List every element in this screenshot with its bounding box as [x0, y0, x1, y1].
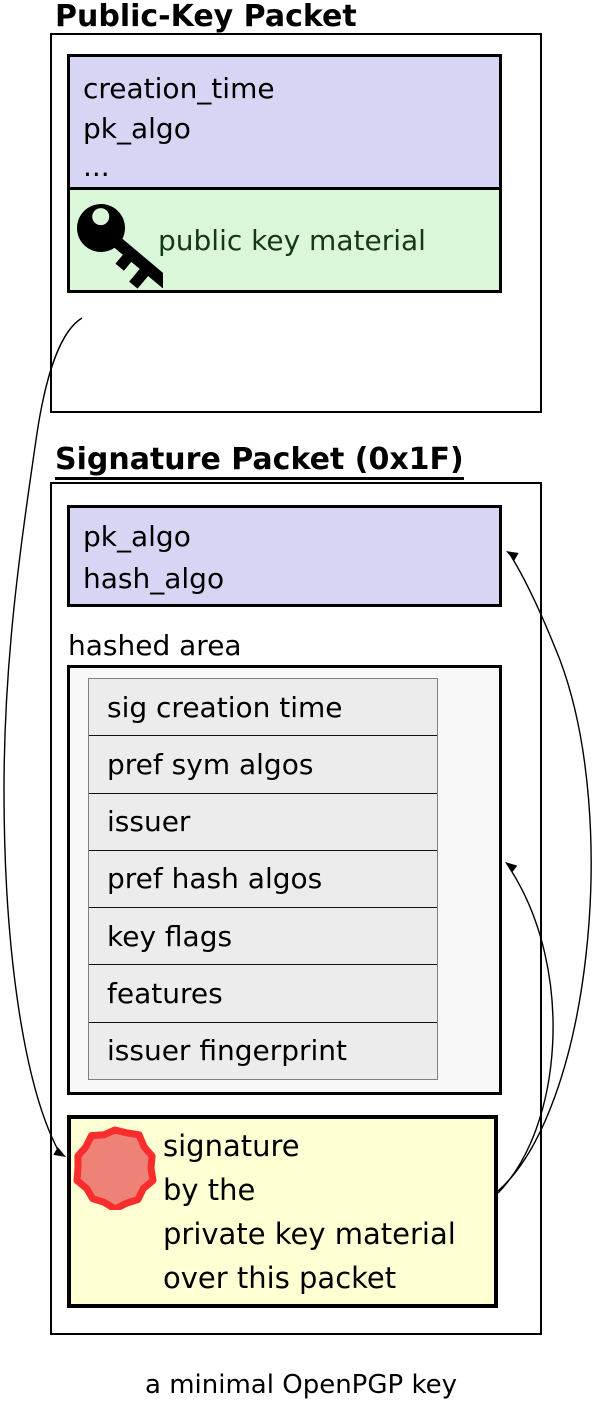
signature-note-line-4: over this packet [163, 1261, 397, 1295]
signature-note-line-3: private key material [163, 1217, 456, 1251]
signature-note-line-2: by the [163, 1173, 256, 1207]
signature-note: signature by the private key material ov… [163, 1124, 456, 1300]
public-key-packet-title: Public-Key Packet [55, 0, 357, 37]
subpacket-features: features [89, 964, 437, 1021]
seal-icon [73, 1126, 157, 1210]
subpacket-list: sig creation time pref sym algos issuer … [88, 678, 438, 1080]
field-creation-time: creation_time [83, 72, 275, 105]
field-hash-algo: hash_algo [83, 562, 225, 595]
field-pk-algo-sig: pk_algo [83, 520, 191, 553]
subpacket-key-flags: key flags [89, 907, 437, 964]
diagram-caption: a minimal OpenPGP key [145, 1370, 457, 1400]
subpacket-pref-hash-algos: pref hash algos [89, 849, 437, 907]
subpacket-pref-sym-algos: pref sym algos [89, 735, 437, 792]
signature-note-line-1: signature [163, 1129, 300, 1163]
subpacket-sig-creation-time: sig creation time [107, 690, 343, 724]
field-pk-algo: pk_algo [83, 112, 191, 145]
subpacket-issuer-fingerprint: issuer fingerprint [89, 1021, 437, 1079]
public-key-material-label: public key material [158, 223, 426, 257]
signature-packet-title: Signature Packet (0x1F) [55, 443, 464, 480]
field-ellipsis: ... [83, 150, 110, 183]
public-key-material-box: public key material [67, 190, 502, 293]
signature-fields-box: pk_algo hash_algo [67, 505, 502, 607]
subpacket-issuer: issuer [89, 792, 437, 850]
key-icon [75, 198, 163, 290]
hashed-area-label: hashed area [68, 629, 242, 662]
public-key-fields-box: creation_time pk_algo ... [67, 54, 502, 190]
